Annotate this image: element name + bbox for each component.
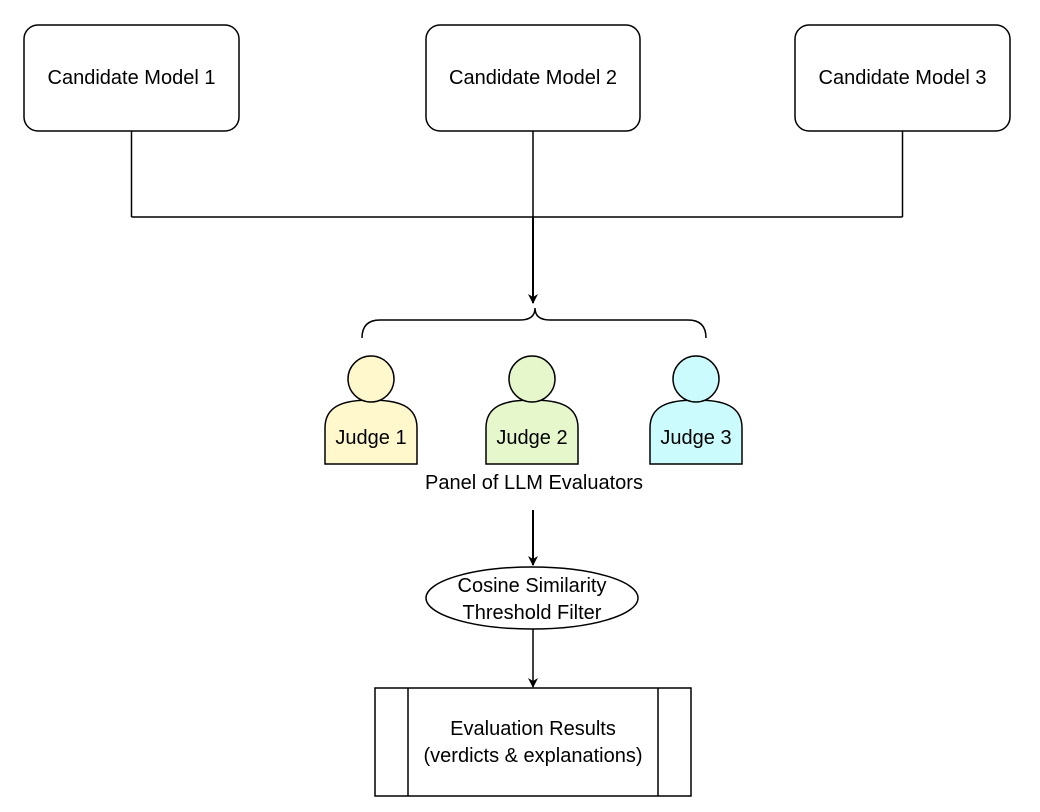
filter-ellipse	[425, 566, 639, 630]
judge-3: Judge 3	[649, 355, 743, 465]
candidate-model-3-label: Candidate Model 3	[819, 67, 987, 89]
results-node: Evaluation Results (verdicts & explanati…	[374, 687, 692, 797]
judge-3-head	[672, 355, 720, 403]
candidate-model-1-node: Candidate Model 1	[23, 24, 240, 132]
filter-node: Cosine Similarity Threshold Filter	[425, 566, 639, 630]
judge-1-label: Judge 1	[335, 427, 406, 449]
judge-2: Judge 2	[485, 355, 579, 465]
candidate-model-2-node: Candidate Model 2	[425, 24, 641, 132]
candidate-model-1-label: Candidate Model 1	[48, 67, 216, 89]
filter-label-line-2: Threshold Filter	[463, 602, 602, 624]
filter-label-line-1: Cosine Similarity	[458, 575, 607, 597]
judge-1-head	[347, 355, 395, 403]
results-label-line-1: Evaluation Results	[450, 718, 616, 740]
judge-3-label: Judge 3	[660, 427, 731, 449]
panel-label: Panel of LLM Evaluators	[425, 472, 643, 494]
judges-panel: Judge 1 Judge 2 Judge 3	[324, 355, 743, 465]
judge-1: Judge 1	[324, 355, 418, 465]
candidate-model-2-label: Candidate Model 2	[449, 67, 617, 89]
judge-2-label: Judge 2	[496, 427, 567, 449]
results-label-line-2: (verdicts & explanations)	[424, 745, 643, 767]
model-connectors	[130, 131, 904, 218]
results-box	[374, 687, 692, 797]
judge-2-head	[508, 355, 556, 403]
candidate-model-3-node: Candidate Model 3	[794, 24, 1011, 132]
judges-brace	[361, 307, 707, 339]
